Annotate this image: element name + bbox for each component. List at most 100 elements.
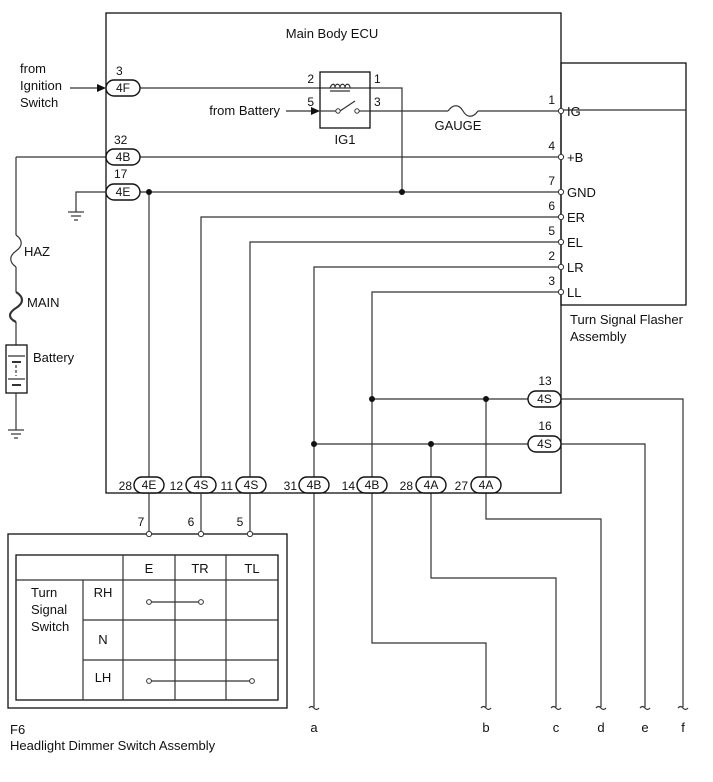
connector-4A-28-label: 4A (424, 478, 439, 492)
output-label-a: a (310, 720, 318, 735)
wire-er (200, 216, 558, 477)
connector-4S-11-label: 4S (244, 478, 259, 492)
continuity-lh-e-tl (146, 678, 255, 684)
svg-text:EL: EL (567, 235, 583, 250)
switch-table (15, 554, 279, 701)
connector-4F (105, 79, 141, 97)
wire-end-marks (308, 705, 689, 711)
switch-assembly-name: Headlight Dimmer Switch Assembly (10, 738, 216, 753)
wire-lr (313, 266, 558, 477)
relay-contact-terminal (335, 108, 341, 114)
svg-text:LL: LL (567, 285, 581, 300)
svg-text:+B: +B (567, 150, 583, 165)
gauge-fuse (447, 105, 479, 117)
pin-11-label: 11 (221, 479, 234, 493)
relay-name: IG1 (335, 132, 356, 147)
row-header-line3: Switch (31, 619, 69, 634)
output-label-e: e (641, 720, 648, 735)
switch-terminal-e (145, 530, 153, 538)
switch-code: F6 (10, 722, 25, 737)
switch-pin-tl: 5 (237, 515, 244, 529)
relay-pin-1: 1 (374, 72, 381, 86)
svg-text:1: 1 (548, 93, 555, 107)
svg-text:3: 3 (548, 274, 555, 288)
relay-coil-icon (329, 83, 351, 89)
svg-text:IG: IG (567, 104, 581, 119)
svg-text:LR: LR (567, 260, 584, 275)
junction-dot (311, 441, 317, 447)
flasher-terminal-ll: 3 LL (548, 274, 581, 300)
switch-pin-e: 7 (138, 515, 145, 529)
relay-switch-contact (339, 100, 356, 112)
flasher-terminal-lr: 2 LR (548, 249, 583, 275)
table-header-tr: TR (191, 561, 208, 576)
switch-pin-tr: 6 (188, 515, 195, 529)
main-label: MAIN (27, 295, 60, 310)
pin-32-label: 32 (114, 133, 128, 147)
svg-text:GND: GND (567, 185, 596, 200)
pin-16-label: 16 (538, 419, 552, 433)
connector-4E-bottom-label: 4E (142, 478, 157, 492)
connector-4B-31 (298, 476, 330, 494)
pin-27-label: 27 (455, 479, 469, 493)
svg-text:4: 4 (548, 139, 555, 153)
connector-4A-27-label: 4A (479, 478, 494, 492)
ecu-ground-icon (68, 211, 84, 221)
pin-28-a-label: 28 (400, 479, 414, 493)
row-header-line2: Signal (31, 602, 67, 617)
connector-4B-top-label: 4B (116, 150, 131, 164)
table-header-tl: TL (244, 561, 259, 576)
from-ignition-line3: Switch (20, 95, 58, 110)
wire-out-f (561, 398, 684, 707)
connector-4E-left (105, 183, 141, 201)
wire-out-b (371, 493, 487, 707)
wire-out-c (430, 493, 557, 707)
from-ignition-line2: Ignition (20, 78, 62, 93)
wire-ll (371, 291, 558, 477)
junction-dot (369, 396, 375, 402)
relay-pin-2: 2 (307, 72, 314, 86)
turn-signal-flasher-box (560, 62, 687, 306)
ground-icon (8, 429, 24, 439)
connector-4A-28 (415, 476, 447, 494)
connector-4F-label: 4F (116, 81, 130, 95)
junction-dot (483, 396, 489, 402)
ecu-title: Main Body ECU (286, 26, 378, 41)
flasher-name-line1: Turn Signal Flasher (570, 312, 684, 327)
output-label-d: d (597, 720, 604, 735)
arrow-from-ignition (97, 84, 106, 92)
junction-dot (146, 189, 152, 195)
connector-4S-12-label: 4S (194, 478, 209, 492)
battery-label: Battery (33, 350, 75, 365)
wire-el (249, 241, 558, 477)
svg-text:7: 7 (548, 174, 555, 188)
pin-13-label: 13 (538, 374, 552, 388)
flasher-name-line2: Assembly (570, 329, 627, 344)
connector-4S-16 (527, 435, 562, 453)
switch-terminal-tr (197, 530, 205, 538)
connector-4A-27 (470, 476, 502, 494)
connector-4S-13 (527, 390, 562, 408)
wire-gnd-left (75, 191, 106, 212)
table-header-e: E (145, 561, 154, 576)
arrow-from-battery (311, 107, 320, 115)
wire-out-e (561, 443, 646, 707)
connector-4S-16-label: 4S (537, 437, 552, 451)
from-ignition-line1: from (20, 61, 46, 76)
flasher-terminal-plus-b: 4 +B (548, 139, 583, 165)
from-battery-label: from Battery (209, 103, 280, 118)
flasher-terminal-el: 5 EL (548, 224, 583, 250)
pin-17-label: 17 (114, 167, 128, 181)
flasher-terminal-ig: 1 IG (548, 93, 580, 119)
svg-text:6: 6 (548, 199, 555, 213)
junction-dot (428, 441, 434, 447)
row-label-n: N (98, 632, 107, 647)
switch-terminal-tl (246, 530, 254, 538)
main-body-ecu-box (105, 12, 562, 494)
main-fusible-link (8, 291, 24, 323)
svg-text:5: 5 (548, 224, 555, 238)
flasher-terminal-er: 6 ER (548, 199, 585, 225)
output-label-f: f (681, 720, 685, 735)
row-header-line1: Turn (31, 585, 57, 600)
